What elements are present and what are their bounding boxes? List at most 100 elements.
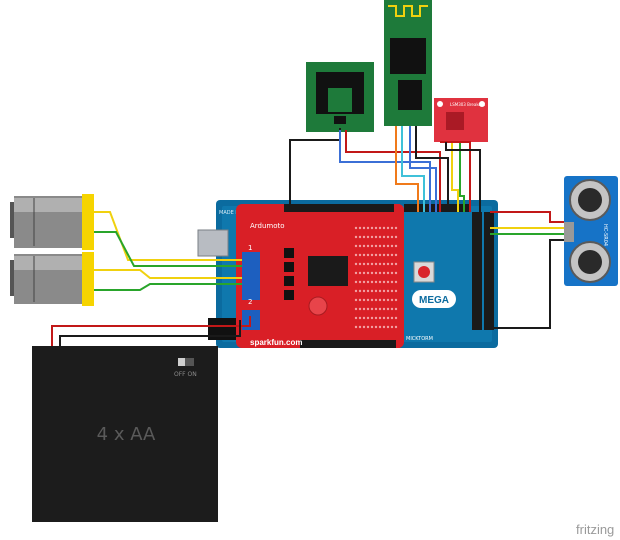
proto-hole bbox=[358, 235, 362, 239]
sensor-breakout-green bbox=[306, 62, 374, 132]
proto-hole bbox=[370, 244, 374, 248]
proto-hole bbox=[390, 244, 394, 248]
proto-hole bbox=[386, 298, 390, 302]
proto-hole bbox=[394, 226, 398, 230]
proto-hole bbox=[370, 271, 374, 275]
power-jack bbox=[208, 318, 238, 340]
mega-logo: MEGA bbox=[419, 295, 449, 306]
proto-hole bbox=[394, 235, 398, 239]
accelerometer-breakout: LSM303 Breakout bbox=[434, 98, 488, 142]
bluetooth-module bbox=[384, 0, 432, 126]
proto-hole bbox=[382, 271, 386, 275]
proto-hole bbox=[354, 307, 358, 311]
proto-hole bbox=[374, 280, 378, 284]
proto-hole bbox=[378, 253, 382, 257]
proto-hole bbox=[378, 325, 382, 329]
proto-hole bbox=[382, 235, 386, 239]
proto-hole bbox=[378, 226, 382, 230]
proto-hole bbox=[370, 307, 374, 311]
proto-hole bbox=[370, 298, 374, 302]
proto-hole bbox=[366, 307, 370, 311]
proto-hole bbox=[390, 307, 394, 311]
proto-hole bbox=[358, 325, 362, 329]
proto-hole bbox=[366, 280, 370, 284]
proto-hole bbox=[386, 271, 390, 275]
motor-terminal-a bbox=[242, 252, 260, 300]
mega-right-headers bbox=[472, 212, 494, 330]
proto-hole bbox=[382, 226, 386, 230]
proto-hole bbox=[386, 316, 390, 320]
motor-top bbox=[10, 194, 94, 250]
proto-hole bbox=[374, 262, 378, 266]
proto-hole bbox=[390, 298, 394, 302]
proto-hole bbox=[358, 253, 362, 257]
proto-hole bbox=[374, 271, 378, 275]
status-leds bbox=[284, 248, 294, 300]
proto-hole bbox=[394, 244, 398, 248]
proto-hole bbox=[366, 253, 370, 257]
proto-hole bbox=[358, 226, 362, 230]
proto-grid bbox=[354, 226, 398, 329]
proto-hole bbox=[354, 280, 358, 284]
proto-hole bbox=[382, 289, 386, 293]
proto-hole bbox=[394, 253, 398, 257]
proto-hole bbox=[354, 271, 358, 275]
mega-logo-badge bbox=[412, 290, 456, 308]
marker-1: 1 bbox=[248, 244, 252, 252]
proto-hole bbox=[362, 298, 366, 302]
proto-hole bbox=[386, 325, 390, 329]
shield-top-header bbox=[284, 204, 394, 212]
ultrasonic-sensor: HC-SR04 bbox=[564, 176, 618, 286]
proto-hole bbox=[394, 280, 398, 284]
proto-hole bbox=[394, 262, 398, 266]
proto-hole bbox=[362, 289, 366, 293]
proto-hole bbox=[366, 244, 370, 248]
proto-hole bbox=[390, 253, 394, 257]
proto-hole bbox=[386, 307, 390, 311]
proto-hole bbox=[366, 226, 370, 230]
proto-hole bbox=[386, 235, 390, 239]
proto-hole bbox=[394, 307, 398, 311]
proto-hole bbox=[382, 262, 386, 266]
capacitor bbox=[308, 296, 328, 316]
proto-hole bbox=[354, 235, 358, 239]
motor-bottom bbox=[10, 252, 94, 306]
battery-label: 4 x AA bbox=[97, 424, 156, 445]
proto-hole bbox=[370, 316, 374, 320]
proto-hole bbox=[382, 253, 386, 257]
proto-hole bbox=[366, 289, 370, 293]
proto-hole bbox=[394, 325, 398, 329]
proto-hole bbox=[358, 298, 362, 302]
proto-hole bbox=[390, 325, 394, 329]
proto-hole bbox=[378, 262, 382, 266]
proto-hole bbox=[358, 289, 362, 293]
proto-hole bbox=[366, 316, 370, 320]
proto-hole bbox=[378, 235, 382, 239]
proto-hole bbox=[362, 226, 366, 230]
battery-switch bbox=[178, 358, 194, 366]
proto-hole bbox=[374, 253, 378, 257]
proto-hole bbox=[374, 307, 378, 311]
proto-hole bbox=[358, 244, 362, 248]
proto-hole bbox=[378, 307, 382, 311]
proto-hole bbox=[362, 235, 366, 239]
proto-hole bbox=[382, 298, 386, 302]
proto-hole bbox=[382, 307, 386, 311]
proto-hole bbox=[354, 289, 358, 293]
proto-hole bbox=[382, 280, 386, 284]
fritzing-watermark: fritzing bbox=[576, 522, 614, 537]
proto-hole bbox=[378, 280, 382, 284]
proto-hole bbox=[382, 316, 386, 320]
proto-hole bbox=[382, 325, 386, 329]
battery-switch-label: OFF ON bbox=[174, 371, 197, 378]
ardumoto-title: Ardumoto bbox=[250, 222, 285, 230]
proto-hole bbox=[354, 253, 358, 257]
proto-hole bbox=[370, 262, 374, 266]
proto-hole bbox=[362, 307, 366, 311]
proto-hole bbox=[374, 325, 378, 329]
proto-hole bbox=[362, 325, 366, 329]
marker-2: 2 bbox=[248, 298, 252, 306]
proto-hole bbox=[386, 226, 390, 230]
proto-hole bbox=[390, 235, 394, 239]
shield-bottom-header bbox=[300, 340, 396, 348]
